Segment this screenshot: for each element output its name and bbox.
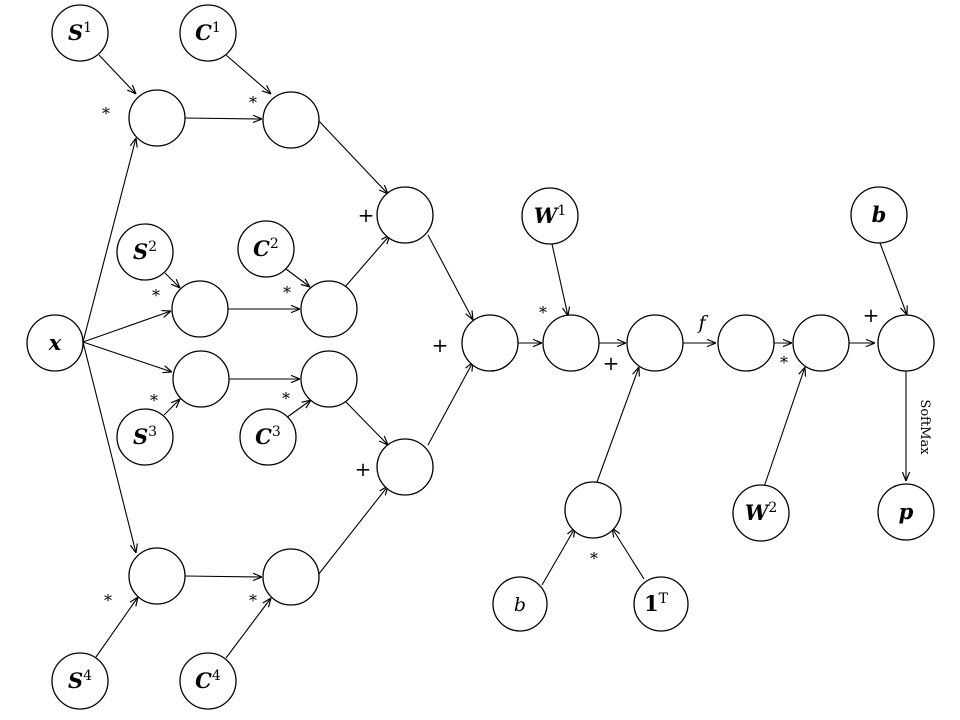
op-node-f [717, 314, 775, 372]
edge-x-to-mult3 [82, 341, 172, 372]
op-node-mult10 [792, 314, 850, 372]
node-ones-transpose: 1T [633, 576, 689, 632]
edge-x-to-mult2 [82, 311, 171, 343]
edge-ones-to-mult11 [612, 528, 645, 580]
edges [82, 54, 907, 659]
node-p-label: p [899, 499, 914, 524]
op-symbol-star-mult3: * [150, 391, 158, 410]
op-symbol-plus-add5: + [863, 303, 880, 327]
node-c2-label: C2 [253, 236, 279, 261]
op-node-add1 [376, 186, 434, 244]
op-symbol-star-mult9: * [539, 303, 547, 322]
op-node-mult8 [262, 548, 320, 606]
nodes: S1 C1 S2 C2 S3 C3 S4 C4 [26, 4, 935, 710]
op-node-add3 [461, 314, 519, 372]
node-w1-label: W1 [534, 203, 567, 228]
op-node-mult7 [300, 350, 358, 408]
edge-b-to-mult11 [541, 528, 575, 586]
node-c1-label: C1 [195, 20, 221, 45]
op-symbol-star-mult6: * [283, 283, 291, 302]
node-s3-label: S3 [133, 424, 157, 449]
edge-add1-to-add3 [427, 234, 473, 320]
node-s4-label: S4 [68, 668, 92, 693]
op-node-mult11 [564, 481, 622, 539]
op-symbol-f: f [696, 312, 708, 334]
node-c3: C3 [239, 408, 297, 466]
edge-mult8-to-add2 [317, 486, 388, 576]
node-b-top: b [850, 186, 908, 244]
operator-symbols: * * + * * + * * + * * * + f * + * SoftMa… [102, 93, 932, 610]
op-symbol-star-mult2: * [152, 286, 160, 305]
node-w2: W2 [732, 484, 790, 542]
op-symbol-plus-add2: + [355, 457, 372, 481]
edge-w2-to-mult10 [763, 367, 805, 488]
op-symbol-star-mult8: * [249, 591, 257, 610]
edge-x-to-mult1 [82, 138, 136, 343]
op-node-add4 [626, 314, 684, 372]
edge-c2-to-mult6 [285, 268, 310, 287]
node-c2: C2 [237, 220, 295, 278]
edge-x-to-mult4 [82, 341, 136, 553]
op-symbol-plus-add4: + [603, 351, 620, 375]
edge-label-softmax: SoftMax [917, 399, 932, 455]
op-node-mult1 [128, 89, 186, 147]
edge-mult7-to-add2 [344, 400, 388, 445]
node-c3-label: C3 [255, 424, 281, 449]
node-s1: S1 [51, 4, 109, 62]
node-c1: C1 [179, 4, 237, 62]
node-s1-label: S1 [68, 20, 92, 45]
op-symbol-star-mult7: * [282, 389, 290, 408]
op-node-mult9 [542, 314, 600, 372]
node-p: p [877, 483, 935, 541]
edge-mult4-to-mult8 [184, 576, 262, 577]
op-symbol-star-mult1: * [102, 104, 110, 123]
node-x-label: x [48, 330, 62, 355]
node-x: x [26, 314, 84, 372]
op-node-mult6 [300, 280, 358, 338]
op-symbol-star-mult5: * [249, 93, 257, 112]
op-symbol-star-mult10: * [780, 353, 788, 372]
node-c4-label: C4 [195, 668, 221, 693]
op-node-mult4 [128, 547, 186, 605]
node-w1: W1 [521, 187, 579, 245]
edge-c1-to-mult5 [225, 54, 271, 94]
node-s3: S3 [116, 408, 174, 466]
op-node-add2 [376, 438, 434, 496]
node-s4: S4 [51, 652, 109, 710]
node-s2: S2 [116, 223, 174, 281]
op-node-mult5 [262, 91, 320, 149]
edge-mult6-to-add1 [344, 235, 390, 288]
node-b-small: b [492, 576, 548, 632]
op-node-mult3 [172, 350, 230, 408]
op-symbol-star-mult4: * [104, 591, 112, 610]
edge-c4-to-mult8 [225, 598, 271, 659]
node-b-small-label: b [514, 594, 526, 616]
op-node-add5 [877, 314, 935, 372]
edge-s2-to-mult2 [164, 272, 180, 288]
edge-s4-to-mult4 [95, 597, 138, 658]
edge-w1-to-mult9 [551, 243, 568, 316]
op-symbol-plus-add3: + [432, 333, 449, 357]
edge-add2-to-add3 [427, 362, 473, 446]
edge-s3-to-mult3 [163, 399, 180, 416]
node-c4: C4 [179, 652, 237, 710]
node-s2-label: S2 [133, 239, 157, 264]
node-b-top-label: b [872, 202, 887, 227]
edge-b-to-add5 [879, 242, 907, 315]
op-symbol-star-mult11: * [590, 549, 598, 568]
edge-c3-to-mult7 [285, 400, 311, 419]
op-symbol-plus-add1: + [358, 203, 375, 227]
node-ones-label: 1T [644, 591, 669, 616]
edge-mult11-to-add4 [596, 367, 639, 483]
edge-mult5-to-add1 [317, 119, 388, 194]
edge-mult1-to-mult5 [184, 118, 262, 119]
node-w2-label: W2 [745, 500, 778, 525]
op-node-mult2 [171, 280, 229, 338]
edge-s1-to-mult1 [98, 54, 136, 94]
